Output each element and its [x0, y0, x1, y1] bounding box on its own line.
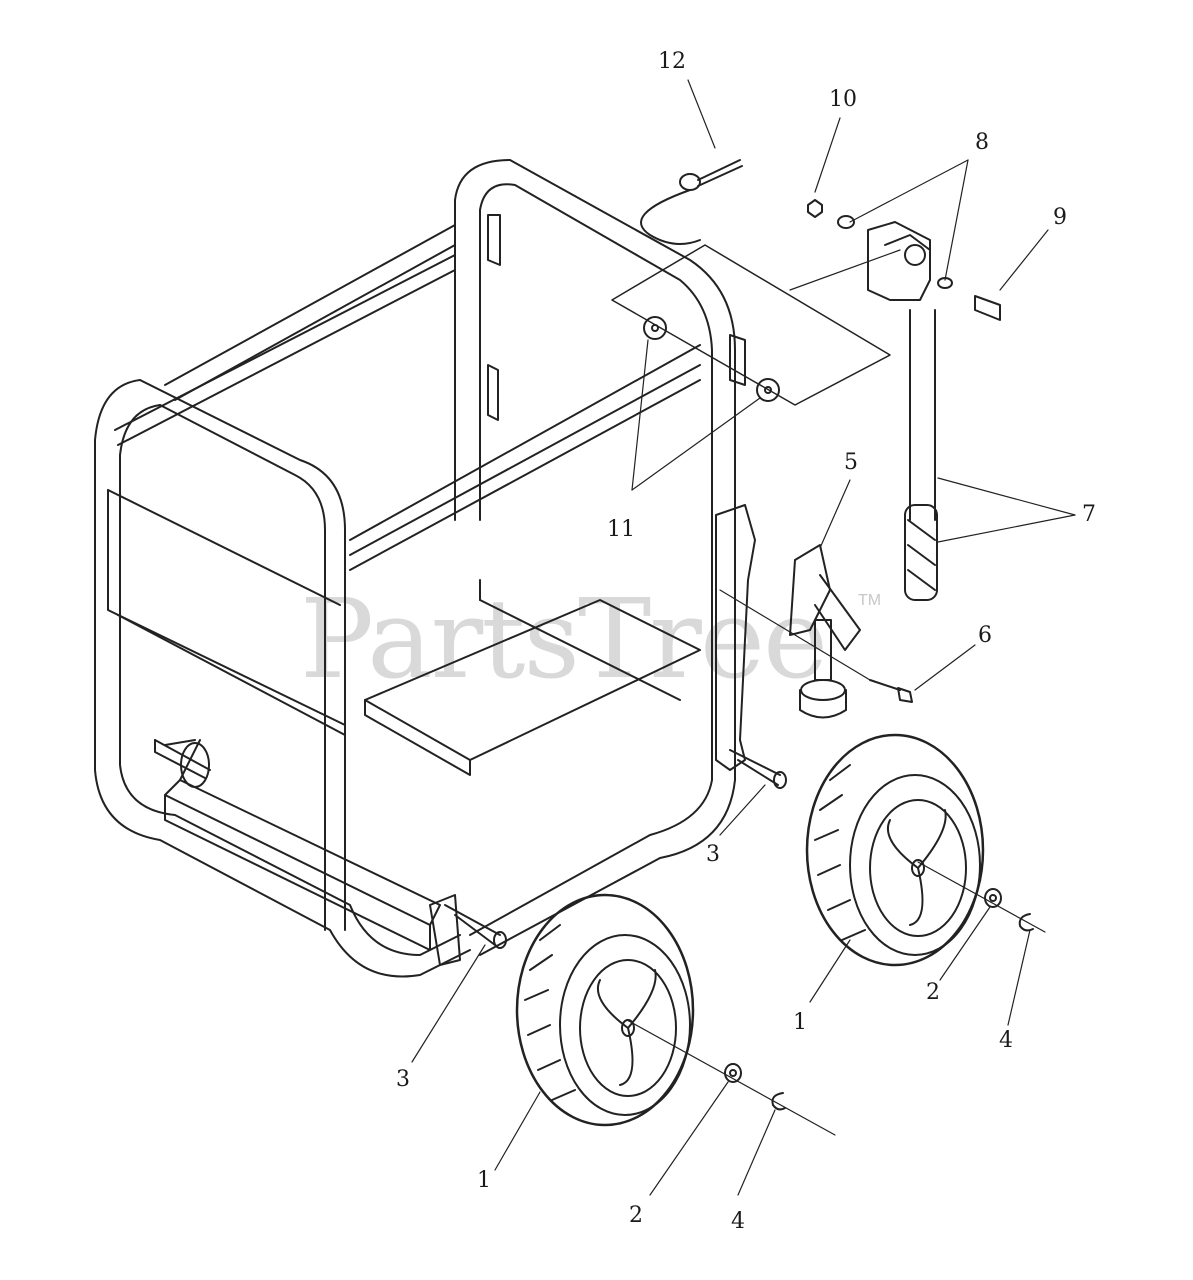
side-panel [107, 489, 346, 736]
parts-tree-watermark: PartsTree [300, 575, 828, 703]
bolt-6 [869, 679, 913, 703]
callout-2-rear: 2 [926, 980, 940, 1005]
callout-4-rear: 4 [999, 1028, 1013, 1053]
callout-2-front: 2 [629, 1203, 643, 1228]
frame-top-rails [114, 224, 701, 571]
trademark-mark: TM [858, 592, 882, 609]
callout-12: 12 [658, 49, 686, 74]
callout-5: 5 [844, 450, 858, 475]
callout-10: 10 [829, 87, 857, 112]
leader-lines [411, 79, 1076, 1196]
callout-6: 6 [978, 623, 992, 648]
callout-4-front: 4 [731, 1209, 745, 1234]
callout-1-front: 1 [477, 1168, 491, 1193]
callout-3-front: 3 [396, 1067, 410, 1092]
bottom-rails [364, 579, 701, 776]
axle-channel [154, 739, 441, 951]
axle-stubs [444, 749, 787, 949]
callout-1-rear: 1 [793, 1010, 807, 1035]
frame-rear-loop [454, 159, 736, 956]
rear-brackets [429, 214, 756, 966]
wheel-rear [805, 733, 985, 967]
frame-front-loop [94, 379, 471, 978]
callout-3-rear: 3 [706, 842, 720, 867]
callout-9: 9 [1053, 205, 1067, 230]
callout-7: 7 [1082, 502, 1096, 527]
leveling-foot [789, 544, 861, 719]
wheel-hardware [724, 888, 1034, 1111]
hardware-8-9-10 [807, 199, 1001, 321]
wheel-front [515, 893, 695, 1127]
decal-plate [611, 244, 891, 406]
lock-pin [640, 159, 743, 245]
callout-8: 8 [975, 130, 989, 155]
callout-11: 11 [607, 517, 635, 542]
handle-assembly [867, 221, 938, 601]
